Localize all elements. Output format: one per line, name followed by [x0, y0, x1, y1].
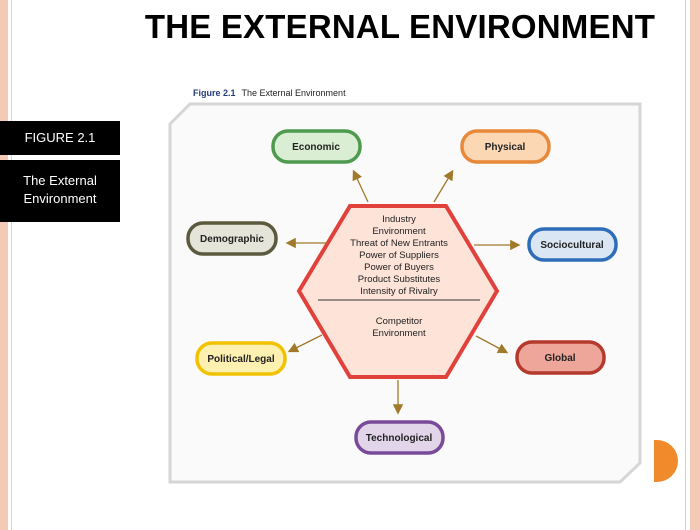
arrow-to-physical	[433, 169, 454, 203]
industry-item-3: Power of Buyers	[364, 262, 434, 273]
node-sociocultural-label: Sociocultural	[540, 240, 604, 251]
node-physical-label: Physical	[485, 142, 526, 153]
right-decorative-line	[685, 0, 686, 530]
node-demographic: Demographic	[186, 221, 278, 256]
node-economic: Economic	[271, 129, 362, 164]
node-economic-label: Economic	[292, 142, 340, 153]
node-physical: Physical	[460, 129, 551, 164]
node-political-legal: Political/Legal	[195, 341, 287, 376]
figure-label-box: FIGURE 2.1	[0, 121, 120, 155]
industry-hexagon	[296, 204, 500, 379]
industry-title-line-2: Environment	[372, 226, 426, 237]
node-global: Global	[515, 340, 606, 375]
node-political-legal-label: Political/Legal	[207, 354, 274, 365]
arrow-to-global	[475, 335, 509, 354]
industry-item-1: Threat of New Entrants	[350, 238, 448, 249]
competitor-title-line-2: Environment	[372, 328, 426, 339]
figure-caption-text: The External Environment	[241, 88, 346, 98]
industry-item-5: Intensity of Rivalry	[360, 286, 438, 297]
slide-title: THE EXTERNAL ENVIRONMENT	[144, 8, 656, 45]
industry-title-line-1: Industry	[382, 214, 416, 225]
node-global-label: Global	[544, 353, 575, 364]
figure-label: FIGURE 2.1	[24, 130, 96, 145]
arrow-to-economic	[352, 169, 369, 203]
right-decorative-border	[690, 0, 700, 530]
figure-caption: Figure 2.1 The External Environment	[193, 88, 346, 98]
figure-number: Figure 2.1	[193, 88, 236, 98]
figure-caption-box: The External Environment	[0, 160, 120, 222]
industry-item-4: Product Substitutes	[358, 274, 441, 285]
left-decorative-border	[0, 0, 8, 530]
competitor-title-line-1: Competitor	[376, 316, 422, 327]
industry-item-2: Power of Suppliers	[359, 250, 439, 261]
figure-caption-line-2: Environment	[23, 191, 97, 206]
node-technological-label: Technological	[366, 433, 433, 444]
node-technological: Technological	[354, 420, 445, 455]
node-sociocultural: Sociocultural	[527, 227, 618, 262]
node-demographic-label: Demographic	[200, 234, 264, 245]
left-decorative-line	[11, 0, 12, 530]
arrow-to-political-legal	[287, 334, 323, 353]
figure-caption-line-1: The External	[23, 173, 97, 188]
